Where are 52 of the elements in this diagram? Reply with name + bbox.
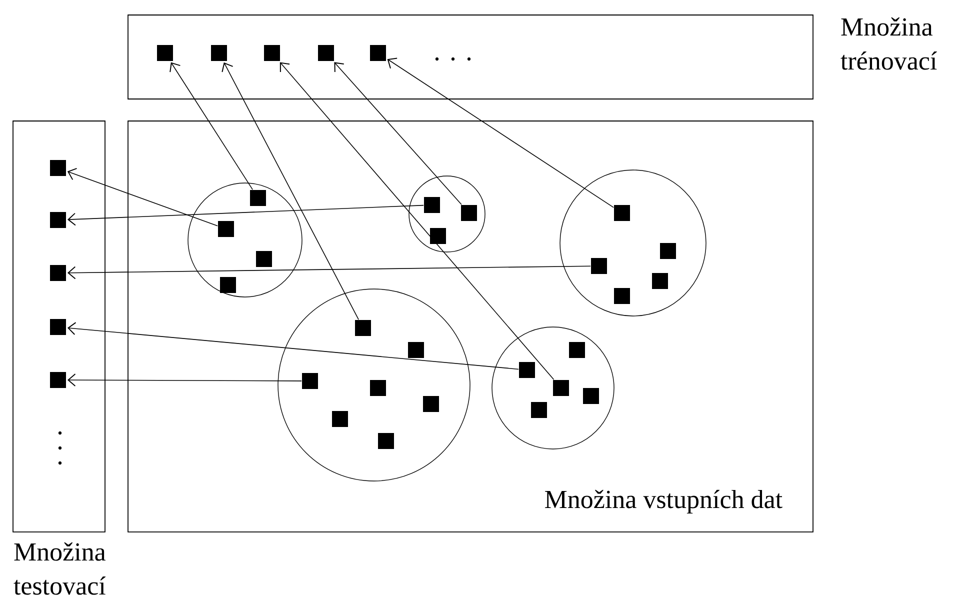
arrow <box>222 62 359 320</box>
arrow <box>387 58 614 208</box>
arrow <box>67 168 218 226</box>
data-point-square <box>531 402 547 418</box>
arrow <box>67 266 591 280</box>
set-label: Množina vstupních dat <box>545 490 782 514</box>
data-point-square <box>660 243 676 259</box>
data-point-square <box>50 372 66 388</box>
data-point-square <box>302 373 318 389</box>
data-point-square <box>519 362 535 378</box>
data-point-square <box>569 342 585 358</box>
data-point-square <box>50 212 66 228</box>
data-point-square <box>378 432 394 449</box>
cluster-circle <box>492 326 614 450</box>
data-point-square <box>211 44 227 61</box>
data-point-square <box>355 320 371 336</box>
arrow <box>334 62 462 205</box>
cluster-circle <box>560 170 706 316</box>
data-point-square <box>50 160 66 176</box>
data-point-square <box>50 318 66 335</box>
data-point-square <box>652 272 668 289</box>
arrow <box>170 62 253 190</box>
arrow <box>280 62 554 380</box>
data-point-square <box>220 276 236 293</box>
data-point-square <box>370 44 386 61</box>
data-point-square <box>591 258 607 274</box>
data-point-square <box>256 250 272 267</box>
data-point-square <box>318 44 334 61</box>
arrow <box>67 374 302 387</box>
set-label: Množina testovací <box>14 542 106 595</box>
data-point-square <box>408 342 424 358</box>
data-point-square <box>264 44 280 61</box>
data-point-square <box>614 205 630 221</box>
arrow <box>67 322 519 370</box>
cluster-circle <box>278 288 470 482</box>
data-point-square <box>50 265 66 281</box>
data-point-square <box>461 205 477 221</box>
set-label: Množina trénovací <box>840 17 937 70</box>
data-point-square <box>250 190 266 206</box>
cluster-circle <box>408 176 486 252</box>
data-point-square <box>157 44 173 61</box>
data-point-square <box>218 220 234 237</box>
data-point-square <box>370 380 386 396</box>
data-point-square <box>430 228 446 244</box>
data-point-square <box>583 388 599 404</box>
data-point-square <box>614 288 630 304</box>
data-point-square <box>424 196 440 213</box>
data-point-square <box>423 396 439 412</box>
arrow <box>67 204 424 226</box>
data-point-square <box>553 380 569 396</box>
data-point-square <box>332 410 348 427</box>
cluster-circle <box>188 182 302 298</box>
